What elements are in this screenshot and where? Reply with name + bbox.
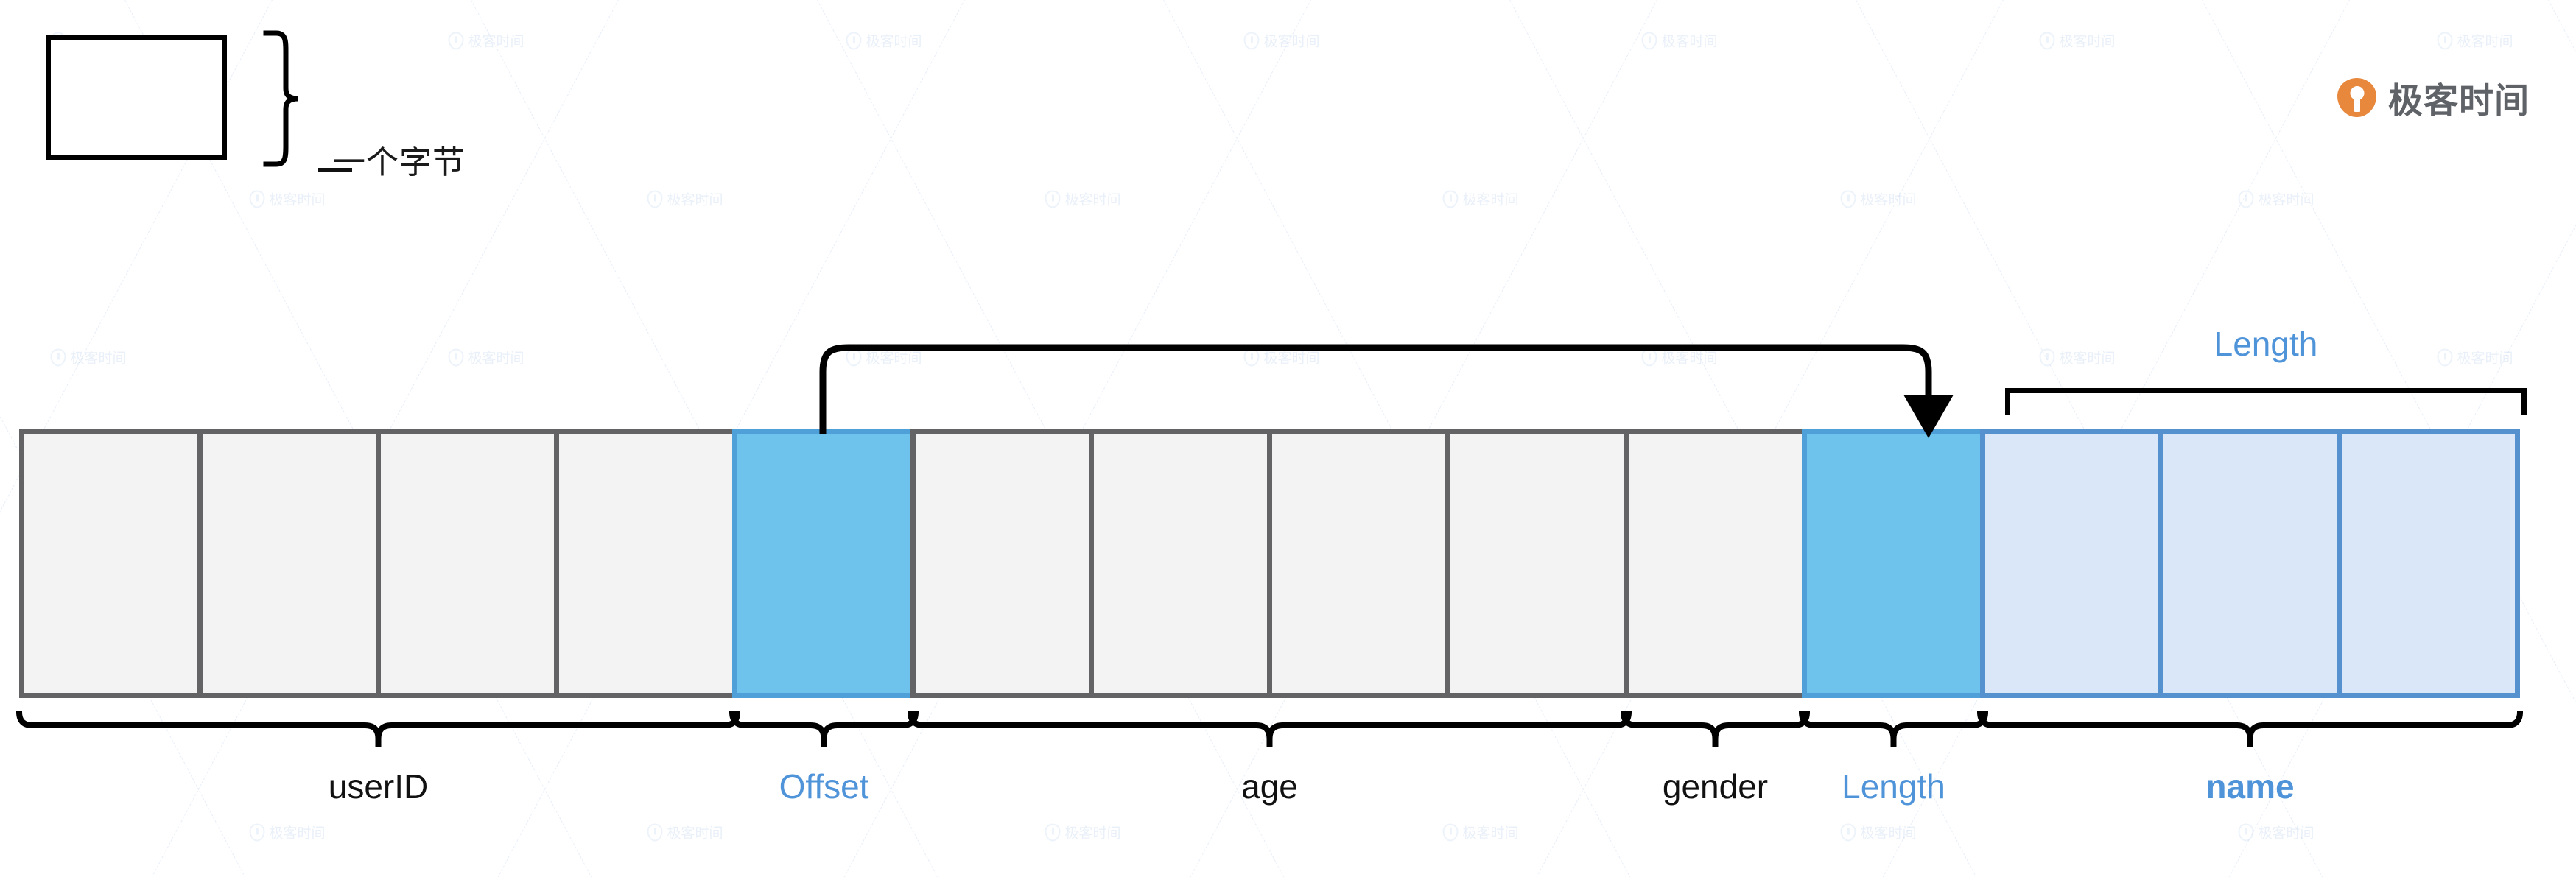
top-length-label: Length: [2214, 325, 2318, 363]
field-brace-length: [1799, 711, 1988, 747]
watermark-logo-icon: [1045, 190, 1061, 208]
watermark-text: 极客时间: [1064, 192, 1121, 208]
watermark-text: 极客时间: [1064, 825, 1121, 842]
watermark: 极客时间: [1840, 823, 1917, 842]
watermark-logo-icon: [1442, 190, 1459, 208]
geektime-logo-icon: [2337, 78, 2376, 117]
offset-to-length-arrow: [819, 344, 1954, 438]
watermark: 极客时间: [846, 31, 922, 51]
field-brace-userid: [16, 711, 740, 747]
field-brace-layer: [16, 711, 2523, 747]
watermark-text: 极客时间: [269, 825, 326, 842]
watermark-logo-icon: [647, 190, 663, 208]
field-brace-name: [1977, 711, 2523, 747]
top-length-bracket: [2005, 388, 2527, 415]
field-label-length: Length: [1842, 767, 1945, 806]
byte-cell-9: [1624, 429, 1807, 698]
watermark-text: 极客时间: [468, 34, 524, 50]
field-label-age: age: [1241, 767, 1298, 806]
watermark-text: 极客时间: [1462, 192, 1519, 208]
field-label-gender: gender: [1662, 767, 1769, 806]
watermark-text: 极客时间: [2457, 34, 2513, 50]
watermark-text: 极客时间: [667, 825, 723, 842]
watermark: 极客时间: [249, 189, 326, 209]
watermark: 极客时间: [1840, 189, 1917, 209]
watermark-logo-icon: [1641, 32, 1657, 49]
byte-cell-6: [1089, 429, 1272, 698]
watermark-text: 极客时间: [1860, 192, 1917, 208]
watermark-logo-icon: [647, 823, 663, 841]
field-label-userid: userID: [328, 767, 429, 806]
watermark-text: 极客时间: [667, 192, 723, 208]
watermark-logo-icon: [448, 32, 464, 49]
watermark-logo-icon: [249, 823, 265, 841]
byte-cell-2: [376, 429, 559, 698]
watermark-text: 极客时间: [1661, 34, 1718, 50]
watermark-logo-icon: [2437, 32, 2453, 49]
watermark: 极客时间: [1442, 189, 1519, 209]
watermark: 极客时间: [1045, 189, 1121, 209]
byte-cell-0: [19, 429, 203, 698]
watermark: 极客时间: [1442, 823, 1519, 842]
brand-logo: 极客时间: [2337, 72, 2530, 123]
watermark-logo-icon: [2238, 190, 2254, 208]
legend-curly-brace-icon: [263, 30, 299, 167]
watermark-text: 极客时间: [2258, 825, 2314, 842]
watermark: 极客时间: [647, 189, 723, 209]
watermark: 极客时间: [249, 823, 326, 842]
watermark: 极客时间: [2437, 31, 2513, 51]
watermark: 极客时间: [448, 31, 524, 51]
watermark-logo-icon: [2039, 32, 2055, 49]
byte-cell-13: [2337, 429, 2520, 698]
byte-cell-10: [1802, 429, 1985, 698]
byte-cell-7: [1267, 429, 1450, 698]
legend-byte-box: [46, 35, 227, 160]
watermark-text: 极客时间: [1263, 34, 1320, 50]
watermark-logo-icon: [846, 32, 862, 49]
watermark: 极客时间: [2238, 823, 2314, 842]
watermark-logo-icon: [1840, 190, 1856, 208]
byte-cell-1: [197, 429, 381, 698]
watermark: 极客时间: [1641, 31, 1718, 51]
watermark-text: 极客时间: [866, 34, 922, 50]
watermark: 极客时间: [647, 823, 723, 842]
watermark: 极客时间: [1243, 31, 1320, 51]
watermark-logo-icon: [1045, 823, 1061, 841]
field-label-name: name: [2205, 767, 2295, 806]
legend-connector-dash: [318, 168, 352, 172]
watermark-logo-icon: [1243, 32, 1260, 49]
field-brace-offset: [729, 711, 919, 747]
brand-name: 极客时间: [2388, 81, 2530, 120]
watermark-text: 极客时间: [269, 192, 326, 208]
byte-cell-11: [1980, 429, 2163, 698]
watermark-logo-icon: [1840, 823, 1856, 841]
byte-cell-4: [732, 429, 916, 698]
watermark-text: 极客时间: [2059, 34, 2116, 50]
watermark-text: 极客时间: [1860, 825, 1917, 842]
field-brace-age: [908, 711, 1632, 747]
byte-cell-5: [910, 429, 1094, 698]
field-label-offset: Offset: [779, 767, 869, 806]
watermark: 极客时间: [1045, 823, 1121, 842]
byte-cell-12: [2158, 429, 2342, 698]
watermark: 极客时间: [2238, 189, 2314, 209]
watermark: 极客时间: [2039, 31, 2116, 51]
watermark-logo-icon: [249, 190, 265, 208]
watermark-logo-icon: [1442, 823, 1459, 841]
byte-cell-8: [1445, 429, 1629, 698]
watermark-text: 极客时间: [2258, 192, 2314, 208]
field-brace-gender: [1621, 711, 1810, 747]
legend-label: 一个字节: [333, 144, 466, 180]
watermark-logo-icon: [2238, 823, 2254, 841]
watermark-text: 极客时间: [1462, 825, 1519, 842]
byte-cell-3: [554, 429, 737, 698]
